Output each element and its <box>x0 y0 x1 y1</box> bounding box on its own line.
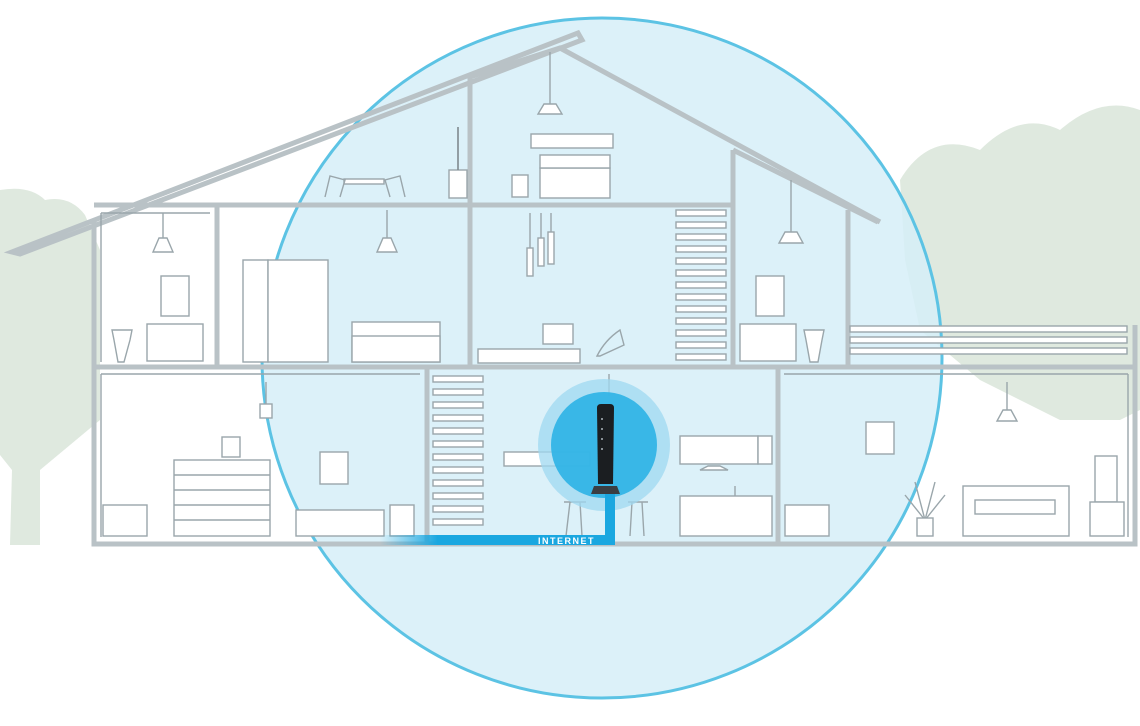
kitchen <box>503 374 773 537</box>
upper-staircase <box>675 209 727 361</box>
lower-living-room <box>784 382 1125 537</box>
router-device <box>591 404 620 494</box>
roof-right <box>469 45 882 225</box>
internet-cable: INTERNET <box>380 488 615 546</box>
attic-furniture <box>324 52 614 199</box>
tree-left <box>0 188 100 545</box>
upper-right-bathroom <box>739 180 825 363</box>
upper-bedroom <box>242 210 441 363</box>
lower-staircase <box>432 375 484 526</box>
upper-bathroom <box>111 213 204 363</box>
lower-study <box>102 382 415 537</box>
cable-label: INTERNET <box>538 536 595 546</box>
house-structure <box>3 29 1138 547</box>
roof-garage <box>731 147 880 225</box>
upper-living-room <box>477 209 727 364</box>
patio-railing <box>849 325 1128 355</box>
roof-left <box>3 29 586 257</box>
